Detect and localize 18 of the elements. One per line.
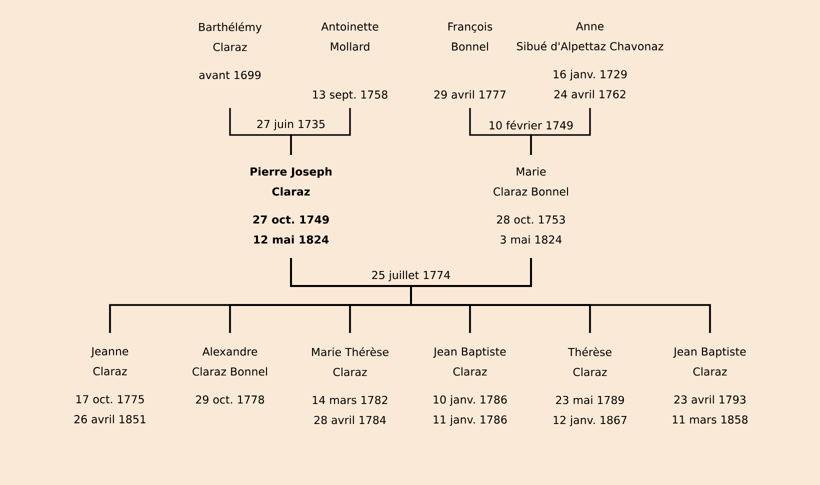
connector-line [290,108,351,155]
person-entry: Marie Claraz Bonnel 28 oct. 1753 3 mai 1824 [494,167,568,244]
connector-line [530,108,591,155]
person-entry: François Bonnel 29 avril 1777 [434,22,506,99]
person-entry: Anne Sibué d'Alpettaz Chavonaz 16 janv. 1729 24 avril 1762 [517,22,664,98]
edge-label: 27 juin 1735 [255,118,327,132]
edge-label: 25 juillet 1774 [370,270,452,282]
person-entry: Alexandre Claraz Bonnel 29 oct. 1778 [192,347,267,404]
person-entry: Barthélémy Claraz avant 1699 [199,22,262,80]
person-entry: Antoinette Mollard 13 sept. 1758 [313,22,388,101]
person-entry: Jean Baptiste Claraz 23 avril 1793 11 mars 1858 [672,347,748,424]
edge-label: 10 février 1749 [488,120,574,130]
connector-line [410,258,711,333]
person-entry: Jeanne Claraz 17 oct. 1775 26 avril 1851 [74,347,146,424]
person-entry: Marie Thérèse Claraz 14 mars 1782 28 avril 1784 [312,347,388,424]
person-entry: Thérèse Claraz 23 mai 1789 12 janv. 1867 [554,347,626,426]
person-entry: Pierre Joseph Claraz 27 oct. 1749 12 mai 1824 [250,167,332,244]
person-entry: Jean Baptiste Claraz 10 janv. 1786 11 janv. 1786 [433,347,507,426]
